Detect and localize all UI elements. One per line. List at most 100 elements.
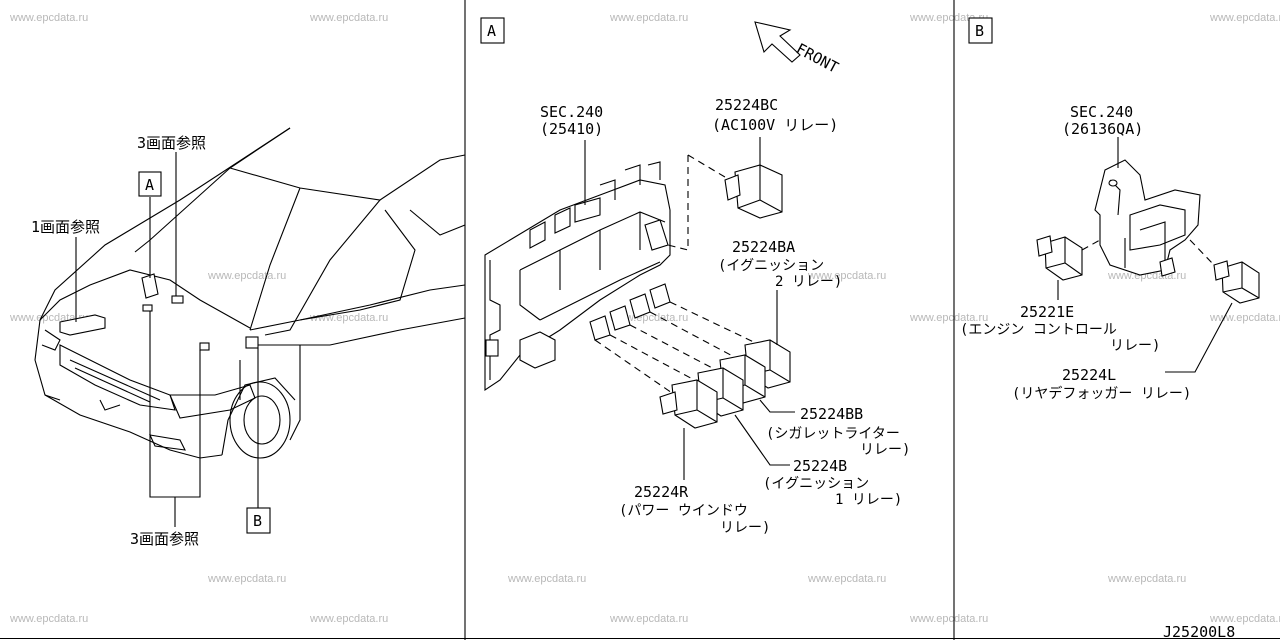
windshield-line xyxy=(249,187,301,331)
watermark: www.epcdata.ru xyxy=(1209,613,1280,625)
part-name-25224b-1: (イグニッション xyxy=(763,476,869,492)
part-name-25224r-2: リレー) xyxy=(720,520,770,536)
watermark: www.epcdata.ru xyxy=(609,12,688,24)
assembly-lines xyxy=(594,154,761,396)
hood-line xyxy=(39,269,251,401)
sec-ref-line2: (26136QA) xyxy=(1062,120,1143,138)
watermark: www.epcdata.ru xyxy=(9,613,88,625)
rear-window xyxy=(409,209,466,236)
part-name-25224bb-2: リレー) xyxy=(860,442,910,458)
front-arrow-icon xyxy=(754,21,801,63)
car-overview: A B 3画面参照 1画面参照 3画面参照 xyxy=(31,127,466,548)
leader-line xyxy=(759,399,795,413)
panel-b-tag: B xyxy=(975,22,984,40)
relay-edges xyxy=(1045,237,1083,276)
watermark: www.epcdata.ru xyxy=(309,613,388,625)
part-code-25224r: 25224R xyxy=(634,483,689,501)
bracket-clip xyxy=(1159,257,1176,277)
part-name-25224b-2: 1 リレー) xyxy=(835,492,902,508)
sec-ref-line1: SEC.240 xyxy=(1070,103,1133,121)
side-window xyxy=(299,209,416,321)
watermark: www.epcdata.ru xyxy=(909,312,988,324)
watermark: www.epcdata.ru xyxy=(507,573,586,585)
assembly-line xyxy=(667,155,689,251)
watermark: www.epcdata.ru xyxy=(309,312,388,324)
leader-line xyxy=(149,311,201,498)
relay-body xyxy=(734,164,783,219)
assembly-line xyxy=(649,311,741,361)
part-code-25224ba: 25224BA xyxy=(732,238,795,256)
relay-location-box-b xyxy=(245,336,259,349)
wheel-arch xyxy=(221,377,296,456)
sec-ref-line1: SEC.240 xyxy=(540,103,603,121)
detail-panel-b: B SEC.240 (26136QA) 2 xyxy=(960,17,1260,640)
part-name-25224r-1: (パワー ウインドウ xyxy=(619,503,748,519)
detail-panel-a: A FRONT xyxy=(480,17,910,536)
relay-block-segments xyxy=(519,211,666,321)
assembly-line xyxy=(1189,239,1215,266)
front-wheel-hub xyxy=(243,395,281,445)
leader-line xyxy=(734,414,790,466)
part-name-25224l: (リヤデフォッガー リレー) xyxy=(1012,385,1191,402)
relay-block-slots xyxy=(529,197,601,249)
callout-b-label: B xyxy=(253,512,262,530)
belt-line xyxy=(249,284,466,331)
relay-edges xyxy=(674,380,718,423)
watermark: www.epcdata.ru xyxy=(207,270,286,282)
assembly-line xyxy=(669,301,761,346)
grille-slats xyxy=(69,359,161,403)
relay-25224bc xyxy=(724,164,783,219)
panel-a-tag-box xyxy=(480,17,505,44)
relay-block-rib xyxy=(539,261,661,321)
relay-edges xyxy=(737,165,783,213)
part-code-25224bb: 25224BB xyxy=(800,405,863,423)
part-name-25224ba-1: (イグニッション xyxy=(718,258,824,274)
drawing-code: J25200L8 xyxy=(1163,623,1235,640)
panel-b-tag-box xyxy=(968,17,993,44)
assembly-line xyxy=(629,324,721,373)
bracket-hole xyxy=(1108,179,1118,187)
bracket-body xyxy=(1094,159,1201,276)
part-name-25224bc: (AC100V リレー) xyxy=(712,116,838,134)
roof-line xyxy=(229,154,466,201)
relay-base xyxy=(659,391,678,415)
ref-label-left: 1画面参照 xyxy=(31,218,100,236)
front-label: FRONT xyxy=(793,40,841,77)
assembly-line xyxy=(594,339,676,396)
watermark: www.epcdata.ru xyxy=(1107,573,1186,585)
leader-line xyxy=(1165,302,1233,373)
door-line xyxy=(255,317,466,346)
ref-label-top: 3画面参照 xyxy=(137,134,206,152)
callout-a-box xyxy=(138,171,162,197)
front-wheel xyxy=(229,381,291,459)
watermark: www.epcdata.ru xyxy=(309,12,388,24)
grille xyxy=(59,344,176,411)
relay-block-clip xyxy=(485,339,499,357)
ref-label-bottom: 3画面参照 xyxy=(130,530,199,548)
relay-block-connector xyxy=(519,331,556,369)
watermark: www.epcdata.ru xyxy=(1209,12,1280,24)
relay-location-box-1 xyxy=(59,314,106,336)
callout-a-label: A xyxy=(145,176,154,194)
part-name-25221e-1: (エンジン コントロール xyxy=(960,322,1117,338)
headlight-left xyxy=(41,329,61,351)
watermark: www.epcdata.ru xyxy=(207,573,286,585)
sec-ref-line2: (25410) xyxy=(540,120,603,138)
relay-base xyxy=(724,174,741,201)
relay-block-body xyxy=(484,179,671,392)
watermark: www.epcdata.ru xyxy=(807,573,886,585)
assembly-line xyxy=(609,334,701,384)
relay-socket-top xyxy=(644,219,669,251)
part-name-25221e-2: リレー) xyxy=(1110,338,1160,354)
watermark: www.epcdata.ru xyxy=(9,12,88,24)
panel-a-tag: A xyxy=(487,22,496,40)
watermark: www.epcdata.ru xyxy=(909,613,988,625)
part-code-25224b: 25224B xyxy=(793,457,847,475)
relay-location-box-3 xyxy=(142,304,153,312)
window-line xyxy=(264,199,381,336)
bracket-slots xyxy=(1124,221,1166,268)
relay-base xyxy=(1213,260,1230,281)
part-code-25221e: 25221E xyxy=(1020,303,1074,321)
part-code-25224l: 25224L xyxy=(1062,366,1116,384)
